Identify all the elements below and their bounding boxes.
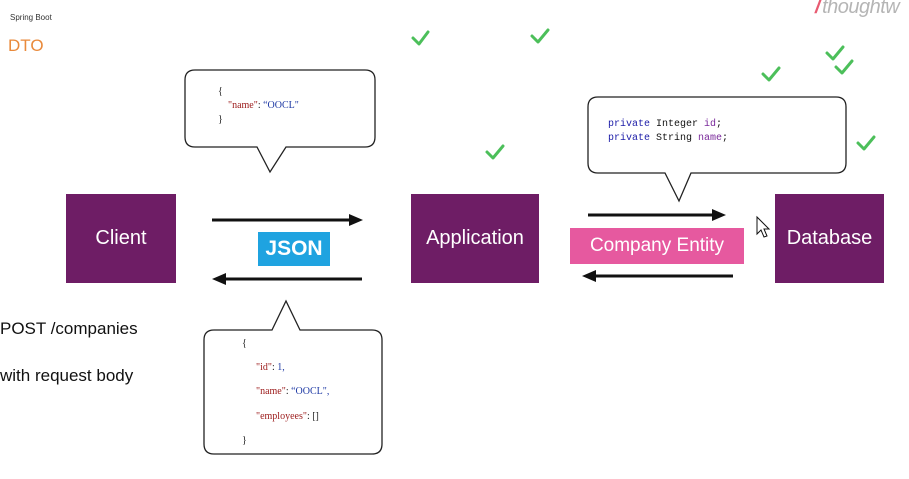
java-keyword: private <box>608 133 651 144</box>
caption-body: with request body <box>0 366 134 385</box>
json-open-brace: { <box>242 338 247 349</box>
java-keyword: private <box>608 119 651 130</box>
java-field: name <box>698 133 723 144</box>
json-name-line: "name": “OOCL" <box>228 100 299 111</box>
json-key: "name" <box>256 386 286 397</box>
java-field: id <box>704 119 717 130</box>
json-key: "employees" <box>256 411 307 422</box>
application-box: Application <box>411 194 539 283</box>
check-icon <box>761 66 781 82</box>
json-colon: : <box>285 386 292 397</box>
java-semicolon: ; <box>716 119 723 130</box>
json-colon: : <box>271 362 278 373</box>
json-name-line: "name": “OOCL", <box>256 386 329 397</box>
bottom-speech-bubble <box>203 299 383 455</box>
course-title: Spring Boot <box>10 13 52 22</box>
top-speech-bubble <box>184 69 376 174</box>
json-employees-line: "employees": [] <box>256 411 319 422</box>
java-type: Integer <box>650 119 705 130</box>
check-icon <box>856 135 876 151</box>
check-icon <box>411 30 430 46</box>
json-label: JSON <box>258 232 330 266</box>
arrow-application-to-client <box>212 273 362 285</box>
brand-text: thoughtw <box>822 0 900 18</box>
json-value: “OOCL" <box>263 100 299 111</box>
json-key: "name" <box>228 100 258 111</box>
java-speech-bubble <box>587 96 847 203</box>
json-value: 1, <box>277 362 285 373</box>
json-close-brace: } <box>242 435 247 446</box>
arrow-database-to-application <box>582 270 733 282</box>
mouse-cursor-icon <box>756 215 771 238</box>
client-label: Client <box>95 227 147 249</box>
client-box: Client <box>66 194 176 283</box>
check-icon <box>530 28 550 44</box>
json-id-line: "id": 1, <box>256 362 285 373</box>
check-icon <box>485 144 505 160</box>
java-type: String <box>650 133 699 144</box>
json-value: “OOCL", <box>291 386 330 397</box>
brand-logo: /thoughtw <box>815 0 900 19</box>
arrow-application-to-database <box>588 209 726 221</box>
json-colon: : <box>257 100 264 111</box>
section-title: DTO <box>8 36 44 55</box>
database-box: Database <box>775 194 884 283</box>
check-icon <box>834 59 854 75</box>
json-value: [] <box>312 411 319 422</box>
company-entity-label: Company Entity <box>570 228 744 264</box>
arrow-client-to-application <box>212 214 363 226</box>
json-key: "id" <box>256 362 272 373</box>
json-close-brace: } <box>218 114 223 125</box>
java-line-id: private Integer id; <box>608 119 722 130</box>
caption-endpoint: POST /companies <box>0 319 138 338</box>
json-open-brace: { <box>218 86 223 97</box>
java-line-name: private String name; <box>608 133 728 144</box>
database-label: Database <box>786 227 873 249</box>
check-icon <box>825 45 845 61</box>
application-label: Application <box>426 227 524 249</box>
java-semicolon: ; <box>722 133 729 144</box>
json-colon: : <box>306 411 313 422</box>
